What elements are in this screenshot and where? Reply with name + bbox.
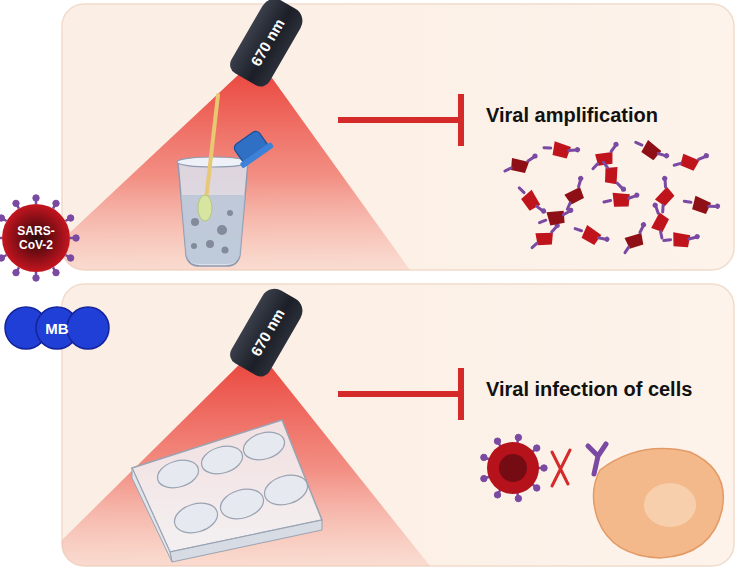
- well-plate: [132, 420, 322, 562]
- cell: [588, 444, 723, 558]
- virus-icon: [481, 434, 548, 501]
- panel: [62, 4, 734, 270]
- virus-spikes: [0, 195, 79, 281]
- node-text: 670 nm: [247, 305, 288, 358]
- outcome-label: Viral amplification: [486, 104, 658, 127]
- inhibition-bar: [338, 94, 461, 420]
- mb-molecule: MB: [4, 303, 110, 353]
- viral-fragments: [505, 131, 721, 254]
- panel: [62, 284, 734, 566]
- node-text: SARS-CoV-2: [12, 224, 60, 252]
- test-tube: [177, 95, 274, 266]
- laser-beam: [62, 352, 430, 566]
- node-text: 670 nm: [247, 15, 288, 68]
- outcome-label: Viral infection of cells: [486, 378, 692, 401]
- laser-beam: [62, 62, 410, 270]
- node-text: MB: [45, 320, 68, 337]
- block-mark: [552, 450, 570, 486]
- virus-circle: SARS-CoV-2: [2, 204, 70, 272]
